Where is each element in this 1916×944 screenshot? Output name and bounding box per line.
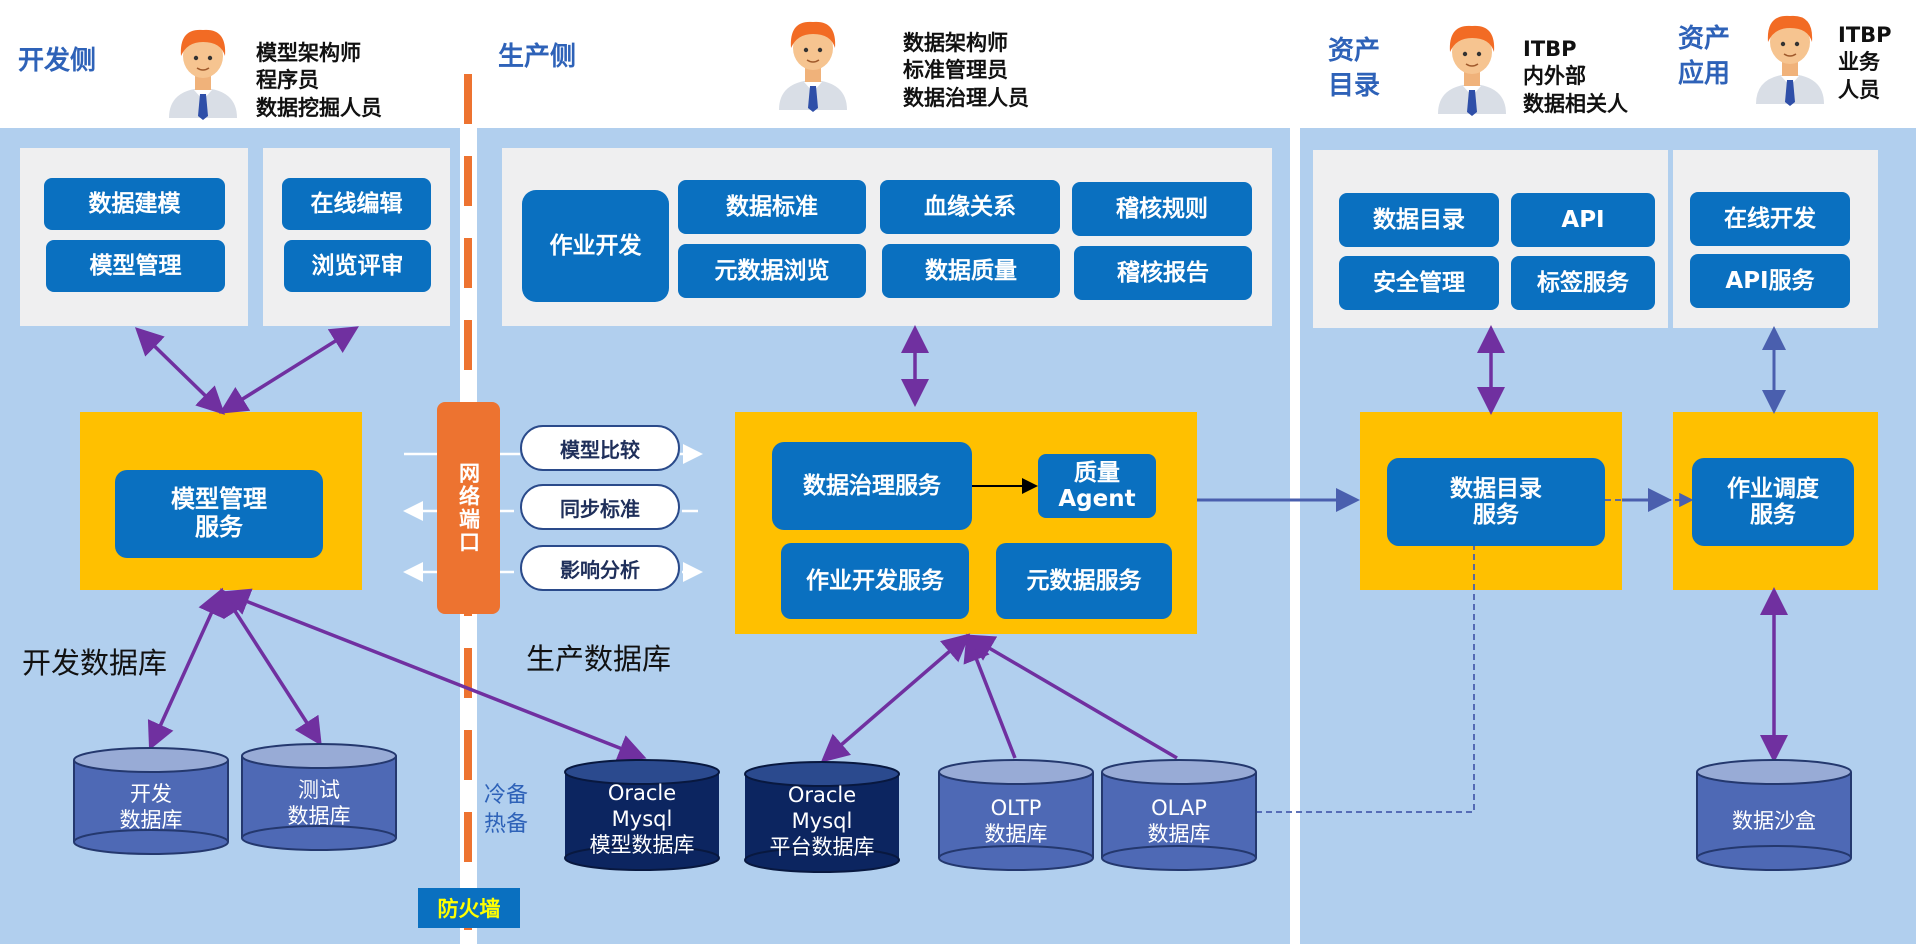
- model-db-name: Oracle Mysql 模型数据库: [589, 780, 695, 858]
- metadata-browse-button[interactable]: 元数据浏览: [678, 244, 866, 298]
- platform-db-name: Oracle Mysql 平台数据库: [769, 782, 875, 860]
- model-management-button[interactable]: 模型管理: [46, 240, 225, 292]
- oltp-db-name: OLTP 数据库: [984, 795, 1048, 846]
- security-management-button[interactable]: 安全管理: [1339, 256, 1499, 310]
- sync-standard-pill[interactable]: 同步标准: [520, 484, 680, 530]
- quality-agent-service[interactable]: 质量 Agent: [1038, 454, 1156, 518]
- sandbox-db-name: 数据沙盒: [1732, 808, 1816, 833]
- data-catalog-button[interactable]: 数据目录: [1339, 193, 1499, 247]
- data-catalog-service[interactable]: 数据目录 服务: [1387, 458, 1605, 546]
- olap-db-name: OLAP 数据库: [1147, 795, 1211, 846]
- dev-side-title: 开发侧: [18, 46, 97, 76]
- lineage-button[interactable]: 血缘关系: [880, 180, 1060, 234]
- test-db-cylinder: [241, 743, 397, 851]
- firewall-label: 防火墙: [418, 888, 520, 928]
- app-title: 资产 应用: [1678, 24, 1731, 90]
- prod-database-label: 生产数据库: [526, 642, 672, 676]
- app-roles: ITBP 业务 人员: [1838, 23, 1892, 102]
- catalog-person-icon: [1437, 25, 1507, 117]
- dev-roles: 模型架构师 程序员 数据挖掘人员: [256, 41, 382, 120]
- test-db-name: 测试 数据库: [287, 777, 351, 828]
- dev-db-name: 开发 数据库: [119, 781, 183, 832]
- job-development-button[interactable]: 作业开发: [522, 190, 669, 302]
- model-management-service[interactable]: 模型管理 服务: [115, 470, 323, 558]
- catalog-title: 资产 目录: [1328, 36, 1381, 102]
- audit-report-button[interactable]: 稽核报告: [1074, 246, 1252, 300]
- audit-rules-button[interactable]: 稽核规则: [1072, 182, 1252, 236]
- metadata-service[interactable]: 元数据服务: [996, 543, 1172, 619]
- model-compare-pill[interactable]: 模型比较: [520, 425, 680, 471]
- data-governance-service[interactable]: 数据治理服务: [772, 442, 972, 530]
- api-button[interactable]: API: [1511, 193, 1655, 247]
- dev-database-label: 开发数据库: [22, 646, 168, 680]
- dev-tools-box-2: [263, 148, 450, 326]
- prod-side-title: 生产侧: [498, 42, 577, 72]
- online-development-button[interactable]: 在线开发: [1690, 192, 1850, 246]
- online-edit-button[interactable]: 在线编辑: [282, 178, 431, 230]
- job-scheduler-service[interactable]: 作业调度 服务: [1692, 458, 1854, 546]
- app-person-icon: [1755, 15, 1825, 107]
- data-modeling-button[interactable]: 数据建模: [44, 178, 225, 230]
- tag-service-button[interactable]: 标签服务: [1511, 256, 1655, 310]
- prod-roles: 数据架构师 标准管理员 数据治理人员: [903, 31, 1029, 110]
- catalog-roles: ITBP 内外部 数据相关人: [1523, 37, 1628, 116]
- sandbox-db-cylinder: [1696, 759, 1852, 871]
- backup-label: 冷备 热备: [484, 783, 529, 837]
- oltp-db-cylinder: [938, 759, 1094, 871]
- model-db-cylinder: [564, 759, 720, 871]
- browse-review-button[interactable]: 浏览评审: [284, 240, 431, 292]
- dev-tools-box-1: [20, 148, 248, 326]
- api-service-button[interactable]: API服务: [1690, 254, 1850, 308]
- dev-db-cylinder: [73, 747, 229, 855]
- job-development-service[interactable]: 作业开发服务: [781, 543, 969, 619]
- prod-person-icon: [778, 21, 848, 113]
- data-standard-button[interactable]: 数据标准: [678, 180, 866, 234]
- data-quality-button[interactable]: 数据质量: [882, 244, 1060, 298]
- dev-person-icon: [168, 29, 238, 121]
- olap-db-cylinder: [1101, 759, 1257, 871]
- impact-analysis-pill[interactable]: 影响分析: [520, 545, 680, 591]
- platform-db-cylinder: [744, 761, 900, 873]
- network-port: 网络端口: [437, 402, 500, 614]
